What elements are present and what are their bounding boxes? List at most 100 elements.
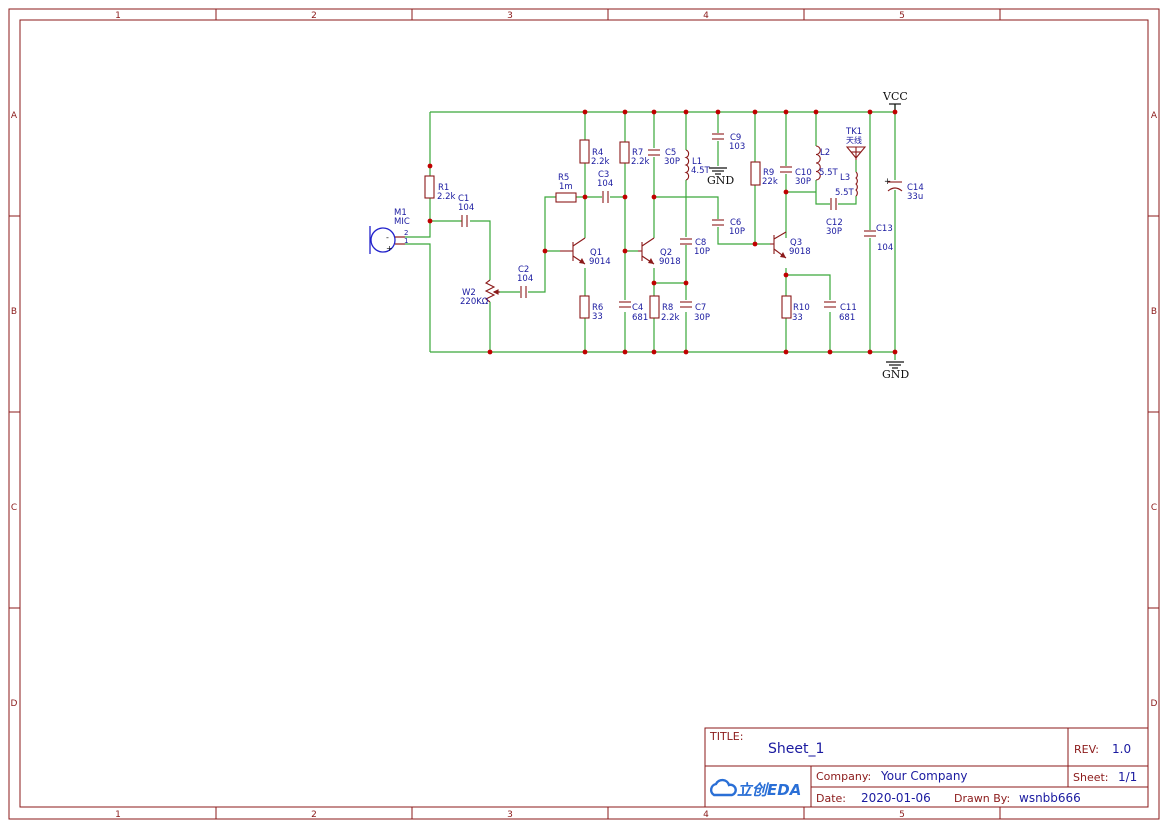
r8-value: 2.2k [661, 313, 680, 323]
r1-value: 2.2k [437, 192, 456, 202]
capacitor-c11: C11 681 [824, 301, 857, 323]
potentiometer-w2: W2 220KΩ [460, 279, 500, 307]
c10-value: 30P [795, 177, 811, 187]
capacitor-c5: C5 30P [648, 148, 680, 167]
l3-ref: L3 [840, 173, 850, 183]
resistor-r8: R8 2.2k [649, 295, 680, 323]
zone-col-label: 5 [899, 11, 905, 21]
zone-col-label: 5 [899, 810, 905, 820]
capacitor-c4: C4 681 [619, 301, 648, 323]
c3-ref: C3 [598, 170, 609, 180]
capacitor-c7: C7 30P [680, 301, 710, 323]
l2-ref: L2 [820, 148, 830, 158]
m1-pin1: 1 [404, 237, 408, 245]
logo-text: 立创EDA [737, 781, 801, 799]
inductor-l2: L2 5.5T [815, 145, 839, 181]
resistor-r6: R6 33 [579, 295, 603, 322]
m1-pin2: 2 [404, 229, 408, 237]
c14-ref: C14 [907, 183, 924, 193]
c13-value: 104 [877, 243, 893, 253]
m1-minus: - [386, 233, 389, 242]
q1-value: 9014 [589, 257, 611, 267]
inductor-l3: L3 5.5T [835, 171, 858, 198]
tk1-value: 天线 [846, 135, 862, 145]
capacitor-c14: + C14 33u [884, 177, 924, 202]
zone-row-label: B [11, 307, 17, 317]
m1-value: MIC [394, 217, 410, 227]
c11-value: 681 [839, 313, 855, 323]
c4-ref: C4 [632, 303, 643, 313]
c2-value: 104 [517, 274, 533, 284]
zone-col-label: 4 [703, 810, 709, 820]
gnd-label-c9: GND [707, 174, 734, 187]
capacitor-c13: C13 104 [864, 224, 893, 253]
c12-value: 30P [826, 227, 842, 237]
c6-ref: C6 [730, 218, 741, 228]
resistor-r5: R5 1m [555, 173, 577, 203]
drawn-by-value: wsnbb666 [1019, 791, 1081, 805]
l1-ref: L1 [692, 157, 702, 167]
zone-row-label: A [1151, 111, 1158, 121]
c8-ref: C8 [695, 238, 706, 248]
gnd-symbol-c9: GND [707, 167, 734, 187]
l3-value: 5.5T [835, 188, 855, 198]
r10-ref: R10 [793, 303, 810, 313]
capacitor-c2: C2 104 [517, 265, 533, 298]
r1-ref: R1 [438, 183, 449, 193]
zone-row-label: D [11, 699, 18, 709]
resistor-r4: R4 2.2k [579, 139, 610, 167]
c1-ref: C1 [458, 194, 469, 204]
zone-col-label: 2 [311, 11, 317, 21]
r7-ref: R7 [632, 148, 643, 158]
zone-row-label: A [11, 111, 18, 121]
zone-col-label: 3 [507, 810, 513, 820]
date-value: 2020-01-06 [861, 791, 931, 805]
c6-value: 10P [729, 227, 745, 237]
transistor-q2: Q2 9018 [638, 237, 681, 267]
title-block: TITLE: Sheet_1 REV: 1.0 Company: Your Co… [704, 727, 1149, 808]
zone-col-label: 1 [115, 810, 121, 820]
resistor-r10: R10 33 [781, 295, 810, 323]
c7-value: 30P [694, 313, 710, 323]
rev-value: 1.0 [1112, 742, 1131, 756]
c11-ref: C11 [840, 303, 857, 313]
c12-ref: C12 [826, 218, 843, 228]
company-label: Company: [816, 770, 871, 783]
capacitor-c1: C1 104 [458, 194, 474, 227]
junction-dots [427, 109, 898, 355]
capacitor-c10: C10 30P [780, 166, 812, 187]
zone-col-label: 1 [115, 11, 121, 21]
sheet-frame [8, 8, 1160, 820]
zone-col-label: 3 [507, 11, 513, 21]
zone-row-label: C [1151, 503, 1157, 513]
date-label: Date: [816, 792, 846, 805]
m1-plus: + [386, 244, 393, 253]
cloud-icon [709, 778, 737, 797]
wires [405, 104, 896, 360]
q2-ref: Q2 [660, 248, 672, 258]
q3-value: 9018 [789, 247, 811, 257]
zone-row-label: C [11, 503, 17, 513]
resistor-r9: R9 22k [750, 161, 778, 187]
r6-value: 33 [592, 312, 603, 322]
r5-ref: R5 [558, 173, 569, 183]
sheet-value: 1/1 [1118, 770, 1137, 784]
w2-ref: W2 [462, 288, 476, 298]
r9-ref: R9 [763, 168, 774, 178]
l1-value: 4.5T [691, 166, 711, 176]
sheet-title: Sheet_1 [768, 741, 824, 757]
capacitor-c9: C9 103 [712, 133, 745, 152]
capacitor-c6: C6 10P [712, 218, 745, 237]
r7-value: 2.2k [631, 157, 650, 167]
zone-col-label: 2 [311, 810, 317, 820]
company-value: Your Company [880, 769, 968, 783]
r8-ref: R8 [662, 303, 673, 313]
transistor-q3: Q3 9018 [770, 231, 811, 259]
transistor-q1: Q1 9014 [560, 237, 611, 267]
r6-ref: R6 [592, 303, 603, 313]
c13-ref: C13 [876, 224, 893, 234]
easyeda-logo: 立创EDA [709, 778, 801, 799]
resistor-r1: R1 2.2k [424, 175, 456, 202]
drawn-by-label: Drawn By: [954, 792, 1010, 805]
